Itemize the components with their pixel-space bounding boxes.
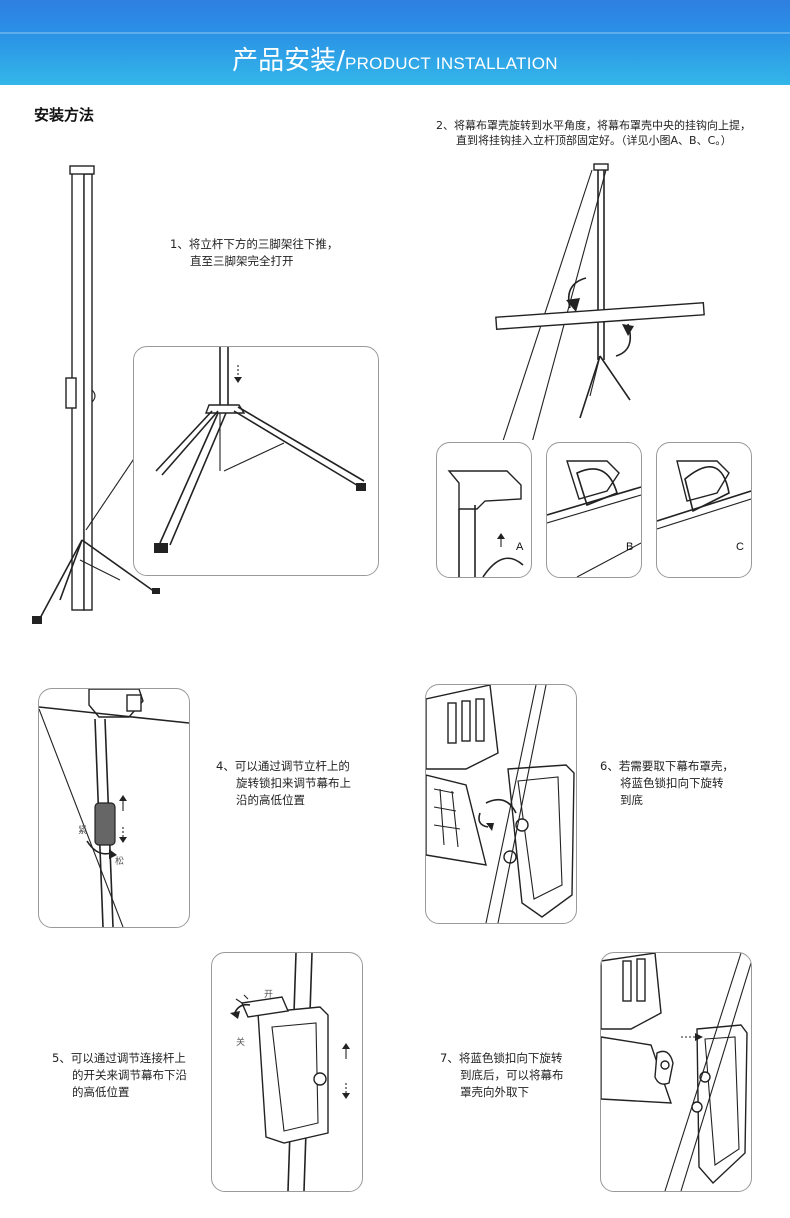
step-6-line-1: 6、若需要取下幕布罩壳， [600,759,734,773]
banner-title-en: PRODUCT INSTALLATION [344,54,558,73]
step-6-line-3: 到底 [620,793,643,807]
step-5-text: 5、可以通过调节连接杆上 的开关来调节幕布下沿 的高低位置 [52,1050,187,1101]
step-7-text: 7、将蓝色锁扣向下旋转 到底后，可以将幕布 罩壳向外取下 [440,1050,564,1101]
switch-adjust-drawing [230,953,350,1191]
banner-title-cn: 产品安装 [232,46,337,76]
knob-adjust-drawing [39,689,189,927]
tripod-detail-panel [133,346,379,576]
step-7-line-3: 罩壳向外取下 [460,1085,529,1099]
step-5-line-2: 的开关来调节幕布下沿 [72,1068,187,1082]
detail-label-c: C [736,541,744,553]
switch-label-close: 关 [236,1038,246,1048]
stand-illustration [32,165,161,624]
step-5-line-3: 的高低位置 [72,1085,130,1099]
detail-label-b: B [626,541,634,553]
detail-label-a: A [516,541,524,553]
screen-rotation-illustration [495,163,705,440]
step-5-line-1: 5、可以通过调节连接杆上 [52,1051,186,1065]
knob-label-tighten: 紧 [78,826,88,836]
step-2-line-1: 2、将幕布罩壳旋转到水平角度，将幕布罩壳中央的挂钩向上提， [436,119,751,132]
step-4-line-2: 旋转锁扣来调节幕布上 [236,776,351,790]
detail-panel-a: A [436,442,532,578]
knob-label-loosen: 松 [115,857,125,867]
section-title: 安装方法 [34,106,95,124]
step-2-line-2: 直到将挂钩挂入立杆顶部固定好。（详见小图A、B、C。） [456,134,732,147]
header-banner: 产品安装/PRODUCT INSTALLATION [0,0,790,85]
step-7-line-1: 7、将蓝色锁扣向下旋转 [440,1051,563,1065]
tripod-detail-drawing [154,347,366,553]
detail-panel-b: B [546,442,642,578]
switch-label-open: 开 [264,990,274,1000]
switch-adjust-panel: 开 关 [211,952,363,1192]
step-7-line-2: 到底后，可以将幕布 [460,1068,564,1082]
step-4-line-1: 4、可以通过调节立杆上的 [216,759,350,773]
step-1-text: 1、将立杆下方的三脚架往下推， 直至三脚架完全打开 [170,236,338,270]
detail-a-drawing [447,470,524,577]
banner-stripe [0,32,790,34]
lock-release-panel [425,684,577,924]
step-4-text: 4、可以通过调节立杆上的 旋转锁扣来调节幕布上 沿的高低位置 [216,758,351,809]
step-4-line-3: 沿的高低位置 [236,793,305,807]
step-6-text: 6、若需要取下幕布罩壳， 将蓝色锁扣向下旋转 到底 [600,758,734,809]
detail-panel-c: C [656,442,752,578]
knob-adjust-panel: 紧 松 [38,688,190,928]
shell-removal-panel [600,952,752,1192]
shell-removal-drawing [601,953,751,1191]
detail-c-drawing [657,460,751,530]
step-1-line-1: 1、将立杆下方的三脚架往下推， [170,237,339,251]
lock-release-drawing [426,685,575,923]
step-1-line-2: 直至三脚架完全打开 [190,254,294,268]
banner-title: 产品安装/PRODUCT INSTALLATION [0,40,790,77]
step-2-text: 2、将幕布罩壳旋转到水平角度，将幕布罩壳中央的挂钩向上提， 直到将挂钩挂入立杆顶… [436,118,751,148]
step-6-line-2: 将蓝色锁扣向下旋转 [620,776,724,790]
banner-title-separator: / [336,46,345,76]
detail-b-drawing [547,460,641,577]
